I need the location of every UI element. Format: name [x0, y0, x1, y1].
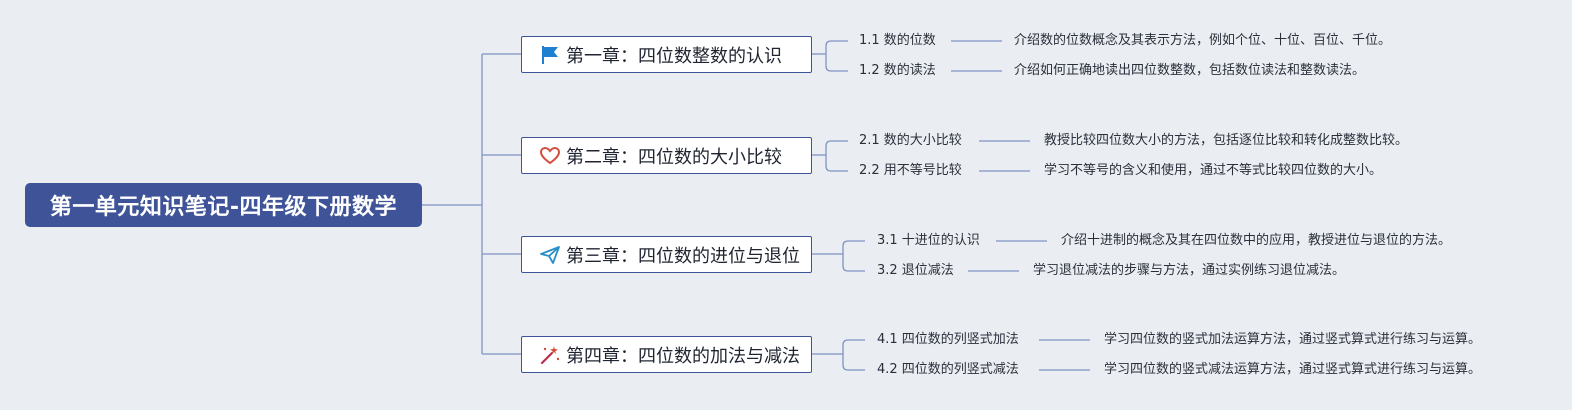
chapter-4-topic-2-connector — [842, 354, 865, 371]
chapter-3-title: 第三章：四位数的进位与退位 — [566, 245, 800, 267]
topic-1-2-desc[interactable]: 介绍如何正确地读出四位数整数，包括数位读法和整数读法。 — [1014, 63, 1366, 78]
root-topic[interactable]: 第一单元知识笔记-四年级下册数学 — [25, 183, 422, 227]
chapter-4-node[interactable]: 第四章：四位数的加法与减法 — [521, 336, 812, 373]
chapter-1-topic-2-connector — [825, 54, 848, 72]
chapter-1-title: 第一章：四位数整数的认识 — [566, 45, 782, 67]
chapter-3-topic-1-connector — [842, 240, 865, 254]
topic-4-1-desc[interactable]: 学习四位数的竖式加法运算方法，通过竖式算式进行练习与运算。 — [1104, 332, 1482, 347]
topic-4-2[interactable]: 4.2 四位数的列竖式减法 — [877, 362, 1019, 377]
chapter-2-title: 第二章：四位数的大小比较 — [566, 146, 782, 168]
topic-4-2-desc[interactable]: 学习四位数的竖式减法运算方法，通过竖式算式进行练习与运算。 — [1104, 362, 1482, 377]
topic-3-1-desc[interactable]: 介绍十进制的概念及其在四位数中的应用，教授进位与退位的方法。 — [1061, 233, 1452, 248]
chapter-2-topic-1-connector — [825, 140, 848, 155]
topic-3-2-desc[interactable]: 学习退位减法的步骤与方法，通过实例练习退位减法。 — [1033, 263, 1346, 278]
topic-1-1-desc[interactable]: 介绍数的位数概念及其表示方法，例如个位、十位、百位、千位。 — [1014, 33, 1392, 48]
topic-2-1[interactable]: 2.1 数的大小比较 — [859, 133, 962, 148]
topic-3-2[interactable]: 3.2 退位减法 — [877, 263, 954, 278]
chapter-1-node[interactable]: 第一章：四位数整数的认识 — [521, 36, 812, 73]
chapter-2-topic-2-connector — [825, 155, 848, 172]
chapter-3-topic-2-connector — [842, 254, 865, 272]
paper-plane-icon — [539, 244, 561, 266]
topic-2-1-desc[interactable]: 教授比较四位数大小的方法，包括逐位比较和转化成整数比较。 — [1044, 133, 1409, 148]
topic-1-2[interactable]: 1.2 数的读法 — [859, 63, 936, 78]
topic-3-1[interactable]: 3.1 十进位的认识 — [877, 233, 980, 248]
topic-1-1[interactable]: 1.1 数的位数 — [859, 33, 936, 48]
chapter-2-node[interactable]: 第二章：四位数的大小比较 — [521, 137, 812, 174]
heart-icon — [539, 145, 561, 167]
chapter-4-title: 第四章：四位数的加法与减法 — [566, 345, 800, 367]
chapter-1-topic-1-connector — [825, 40, 848, 54]
chapter-3-node[interactable]: 第三章：四位数的进位与退位 — [521, 236, 812, 273]
topic-2-2-desc[interactable]: 学习不等号的含义和使用，通过不等式比较四位数的大小。 — [1044, 163, 1383, 178]
topic-2-2[interactable]: 2.2 用不等号比较 — [859, 163, 962, 178]
topic-4-1[interactable]: 4.1 四位数的列竖式加法 — [877, 332, 1019, 347]
chapter-4-topic-1-connector — [842, 339, 865, 354]
flag-icon — [539, 44, 561, 66]
magic-wand-icon — [539, 344, 561, 366]
